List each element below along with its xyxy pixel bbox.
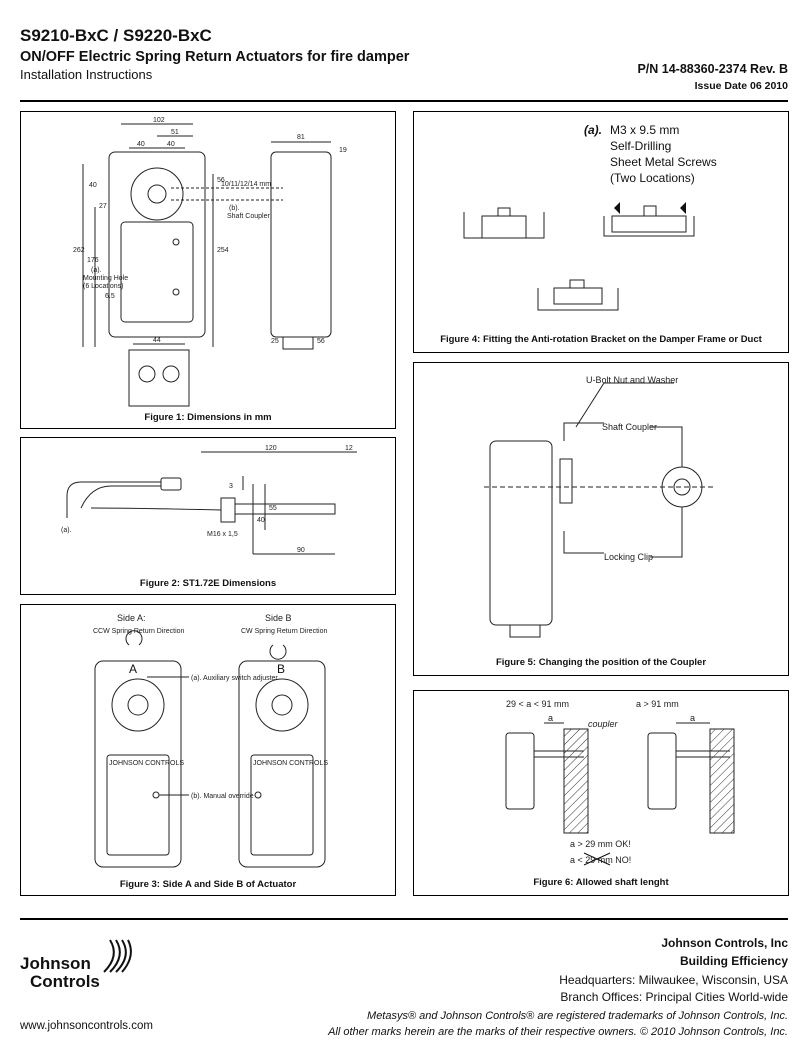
figure-2-drawing: 120 12 3 40 55 90 M16 x 1,5 (a). <box>61 445 357 555</box>
dim-12: 12 <box>345 445 353 452</box>
figure-4-bracket: (a). M3 x 9.5 mm Self-Drilling Sheet Met… <box>413 111 789 353</box>
dim-6-5: 6.5 <box>105 293 115 300</box>
document-subtitle: ON/OFF Electric Spring Return Actuators … <box>20 49 410 65</box>
label-ubolt: U-Bolt Nut and Washer <box>586 375 678 385</box>
figure-4-caption: Figure 4: Fitting the Anti-rotation Brac… <box>440 334 762 345</box>
left-condition: 29 < a < 91 mm <box>506 699 569 709</box>
dim-81: 81 <box>297 134 305 141</box>
note-line-2: Self-Drilling <box>610 139 671 153</box>
part-number: P/N 14-88360-2374 Rev. B <box>637 62 788 76</box>
dim-40: 40 <box>257 517 265 524</box>
ok-label: a > 29 mm OK! <box>570 839 631 849</box>
website-link[interactable]: www.johnsoncontrols.com <box>20 1020 153 1032</box>
dim-56: 56 <box>217 177 225 184</box>
dim-44: 44 <box>153 337 161 344</box>
no-label: a < 29 mm NO! <box>570 855 631 865</box>
header-rule <box>20 100 788 102</box>
trademark-line-2: All other marks herein are the marks of … <box>328 1026 788 1038</box>
figure-3-sides: Side A: CCW Spring Return Direction Side… <box>20 604 396 896</box>
dim-40-left: 40 <box>137 141 145 148</box>
dim-55: 55 <box>269 505 277 512</box>
figure-5-drawing: U-Bolt Nut and Washer Shaft Coupler Lock… <box>484 375 714 638</box>
label-locations: (6 Locations) <box>83 283 123 290</box>
side-b-letter: B <box>277 662 285 676</box>
dim-3: 3 <box>229 483 233 490</box>
label-a: (a). <box>61 527 72 534</box>
dim-19: 19 <box>339 147 347 154</box>
dim-51: 51 <box>171 129 179 136</box>
dim-40-right: 40 <box>167 141 175 148</box>
dim-102: 102 <box>153 117 165 124</box>
dim-90: 90 <box>297 547 305 554</box>
a-right: a <box>690 713 695 723</box>
label-b: (b). <box>229 205 240 212</box>
company-tagline: Building Efficiency <box>679 954 788 968</box>
a-left: a <box>548 713 553 723</box>
dim-262: 262 <box>73 247 85 254</box>
note-line-3: Sheet Metal Screws <box>610 155 717 169</box>
brand-b: JOHNSON CONTROLS <box>253 760 328 767</box>
logo-line-1: Johnson <box>20 954 91 973</box>
label-shaft-coupler: Shaft Coupler <box>602 422 657 432</box>
note-line-4: (Two Locations) <box>610 171 695 185</box>
brand-a: JOHNSON CONTROLS <box>109 760 184 767</box>
figure-1-caption: Figure 1: Dimensions in mm <box>144 412 272 423</box>
figure-5-caption: Figure 5: Changing the position of the C… <box>495 657 707 668</box>
logo-mark-icon <box>103 939 132 973</box>
side-a-direction: CCW Spring Return Direction <box>93 628 185 635</box>
label-a: (a). <box>91 267 102 274</box>
side-b-direction: CW Spring Return Direction <box>241 628 327 635</box>
figure-3-drawing: Side A: CCW Spring Return Direction Side… <box>93 613 328 868</box>
label-mounting-hole: Mounting Hole <box>83 275 128 282</box>
issue-date: Issue Date 06 2010 <box>694 80 788 92</box>
logo-line-2: Controls <box>30 972 100 991</box>
company-name: Johnson Controls, Inc <box>661 936 788 950</box>
label-locking-clip: Locking Clip <box>604 552 653 562</box>
figure-4-drawing: (a). M3 x 9.5 mm Self-Drilling Sheet Met… <box>463 123 717 311</box>
figure-6-caption: Figure 6: Allowed shaft lenght <box>533 877 669 888</box>
footer-rule <box>20 918 788 920</box>
dim-176: 176 <box>87 257 99 264</box>
label-shaft-coupler: Shaft Coupler <box>227 213 270 220</box>
label-shaft-sizes: 10/11/12/14 mm <box>221 181 271 188</box>
wall-left <box>563 728 589 834</box>
side-b-title: Side B <box>265 613 292 623</box>
strike-2 <box>583 852 611 866</box>
screw-right <box>680 202 686 214</box>
label-thread: M16 x 1,5 <box>207 531 238 538</box>
dim-56-side: 56 <box>317 338 325 345</box>
dim-254: 254 <box>217 247 229 254</box>
manual-override-label: (b). Manual override <box>191 793 254 800</box>
figure-6-shaft: 29 < a < 91 mm a > 91 mm a a coupler a >… <box>413 690 789 896</box>
figure-5-coupler: U-Bolt Nut and Washer Shaft Coupler Lock… <box>413 362 789 676</box>
note-line-1: M3 x 9.5 mm <box>610 123 679 137</box>
figure-2-st172e: 120 12 3 40 55 90 M16 x 1,5 (a). Figure … <box>20 437 396 595</box>
dim-120: 120 <box>265 445 277 452</box>
side-a-letter: A <box>129 662 137 676</box>
figure-3-caption: Figure 3: Side A and Side B of Actuator <box>119 879 297 890</box>
figure-1-dimensions: 102 51 40 40 81 19 56 40 27 262 176 254 … <box>20 111 396 429</box>
dim-40-v: 40 <box>89 182 97 189</box>
note-a: (a). <box>584 123 602 137</box>
branch-offices: Branch Offices: Principal Cities World-w… <box>560 990 788 1004</box>
figure-1-drawing: 102 51 40 40 81 19 56 40 27 262 176 254 … <box>73 117 347 407</box>
screw-left <box>614 202 620 214</box>
figure-6-drawing: 29 < a < 91 mm a > 91 mm a a coupler a >… <box>505 699 735 866</box>
aux-switch-label: (a). Auxiliary switch adjuster <box>191 675 278 682</box>
right-condition: a > 91 mm <box>636 699 679 709</box>
headquarters: Headquarters: Milwaukee, Wisconsin, USA <box>559 973 788 987</box>
dim-25: 25 <box>271 338 279 345</box>
wall-right <box>709 728 735 834</box>
dim-27: 27 <box>99 203 107 210</box>
side-a-title: Side A: <box>117 613 146 623</box>
figure-2-caption: Figure 2: ST1.72E Dimensions <box>139 578 277 589</box>
trademark-line-1: Metasys® and Johnson Controls® are regis… <box>367 1010 788 1022</box>
company-logo: Johnson Controls <box>20 936 140 996</box>
document-title: S9210-BxC / S9220-BxC <box>20 26 212 45</box>
coupler-label: coupler <box>588 719 619 729</box>
document-type: Installation Instructions <box>20 67 153 82</box>
